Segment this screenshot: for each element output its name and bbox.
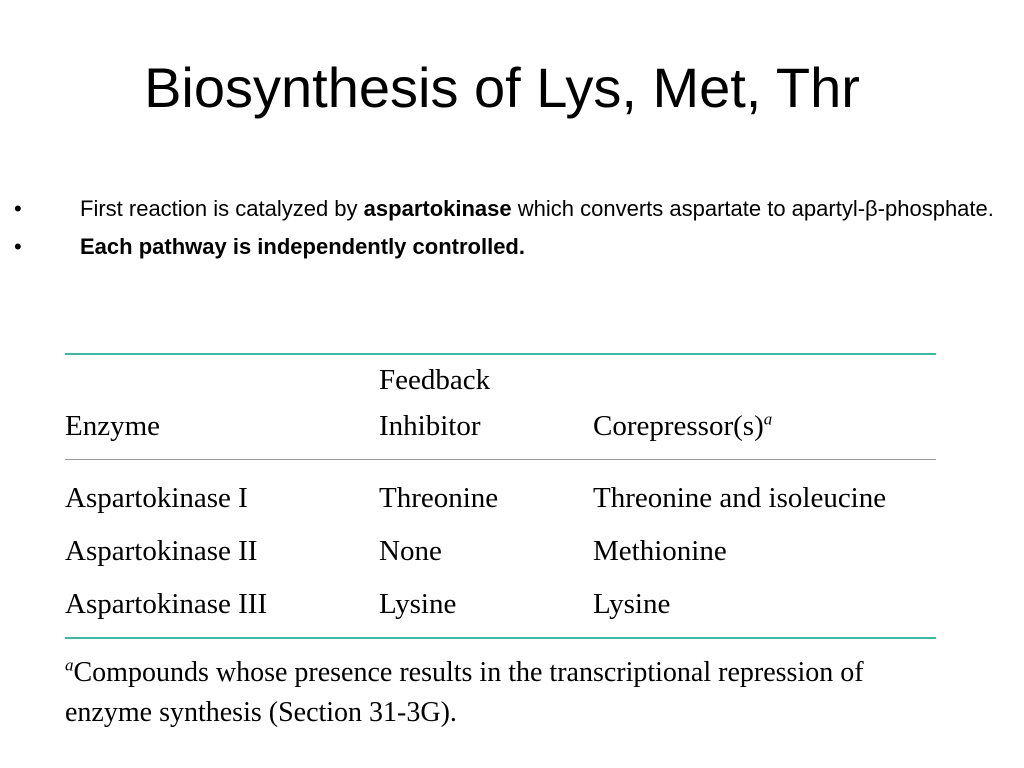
cell-inhibitor: Lysine xyxy=(379,588,457,620)
header-enzyme: Enzyme xyxy=(65,410,161,442)
table-row: Aspartokinase II None Methionine xyxy=(65,521,936,574)
table-bottom-rule xyxy=(65,637,936,639)
table-body: Aspartokinase I Threonine Threonine and … xyxy=(65,468,936,637)
table-row: Aspartokinase I Threonine Threonine and … xyxy=(65,468,936,521)
cell-inhibitor: None xyxy=(379,535,442,567)
bullet-bold-text: Each pathway is independently controlled… xyxy=(80,234,525,259)
cell-corepressor: Methionine xyxy=(593,535,727,567)
cell-corepressor: Lysine xyxy=(593,588,671,620)
bullet-text-before: First reaction is catalyzed by xyxy=(80,196,364,221)
bullet-item: • Each pathway is independently controll… xyxy=(0,231,1024,263)
header-feedback-line2: Inhibitor xyxy=(379,410,481,442)
header-corepressor-label: Corepressor(s) xyxy=(593,410,764,442)
table-header-rule xyxy=(65,459,936,460)
table-top-rule xyxy=(65,353,936,355)
cell-corepressor: Threonine and isoleucine xyxy=(593,482,887,514)
footnote-text: Compounds whose presence results in the … xyxy=(65,657,864,728)
footnote-marker: a xyxy=(65,655,74,675)
bullet-item: • First reaction is catalyzed by asparto… xyxy=(0,193,1024,225)
bullet-text-after: which converts aspartate to apartyl-β-ph… xyxy=(511,196,994,221)
cell-enzyme: Aspartokinase III xyxy=(65,588,268,620)
cell-enzyme: Aspartokinase I xyxy=(65,482,248,514)
cell-enzyme: Aspartokinase II xyxy=(65,535,258,567)
header-corepressor: Corepressor(s)a xyxy=(593,403,772,449)
bullet-list: • First reaction is catalyzed by asparto… xyxy=(0,193,1024,269)
bullet-marker: • xyxy=(14,234,22,259)
table-row: Aspartokinase III Lysine Lysine xyxy=(65,574,936,627)
bullet-marker: • xyxy=(14,196,22,221)
header-feedback-line1: Feedback xyxy=(379,364,491,396)
table-footnote: aCompounds whose presence results in the… xyxy=(65,653,936,733)
bullet-bold-term: aspartokinase xyxy=(363,196,512,221)
table-header: Enzyme Feedback Inhibitor Corepressor(s)… xyxy=(65,355,936,459)
slide-title: Biosynthesis of Lys, Met, Thr xyxy=(144,56,860,119)
header-feedback-inhibitor: Feedback Inhibitor xyxy=(379,357,490,449)
header-footnote-marker: a xyxy=(763,409,773,429)
enzyme-table: Enzyme Feedback Inhibitor Corepressor(s)… xyxy=(65,353,936,733)
cell-inhibitor: Threonine xyxy=(379,482,499,514)
